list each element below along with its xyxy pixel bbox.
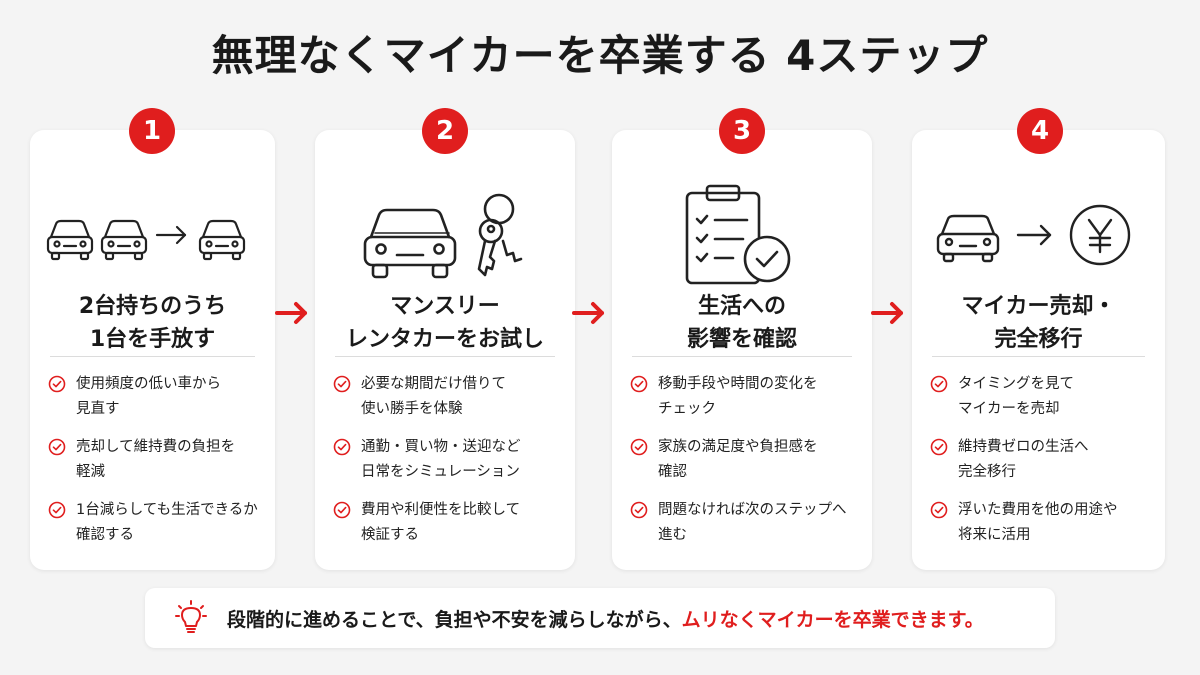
step-4-card: マイカー売却・ 完全移行 タイミングを見てマイカーを売却 維持費ゼロの生活へ完全… — [912, 130, 1165, 570]
car-to-yen-icon — [912, 180, 1165, 290]
list-item: 維持費ゼロの生活へ完全移行 — [930, 435, 1155, 485]
lightbulb-icon — [175, 600, 207, 633]
check-circle-icon — [333, 438, 351, 456]
right-arrow-icon — [275, 302, 307, 324]
check-circle-icon — [930, 438, 948, 456]
page-title: 無理なくマイカーを卒業する 4ステップ — [211, 31, 989, 80]
step-3-card: 生活への 影響を確認 移動手段や時間の変化をチェック 家族の満足度や負担感を確認… — [612, 130, 872, 570]
check-circle-icon — [930, 375, 948, 393]
step-2-card: マンスリー レンタカーをお試し 必要な期間だけ借りて使い勝手を体験 通勤・買い物… — [315, 130, 575, 570]
step-1-number-badge: 1 — [129, 108, 175, 154]
step-1-title: 2台持ちのうち 1台を手放す — [78, 294, 227, 352]
divider — [632, 356, 852, 357]
check-circle-icon — [333, 501, 351, 519]
step-3-checklist: 移動手段や時間の変化をチェック 家族の満足度や負担感を確認 問題なければ次のステ… — [630, 372, 862, 561]
check-circle-icon — [630, 375, 648, 393]
summary-text-plain: 段階的に進めることで、負担や不安を減らしながら、 — [227, 608, 682, 631]
summary-note: 段階的に進めることで、負担や不安を減らしながら、ムリなくマイカーを卒業できます。 — [145, 588, 1055, 648]
check-circle-icon — [48, 375, 66, 393]
check-circle-icon — [930, 501, 948, 519]
list-item: 問題なければ次のステップへ進む — [630, 498, 862, 548]
clipboard-checklist-icon — [612, 180, 872, 290]
list-item: 移動手段や時間の変化をチェック — [630, 372, 862, 422]
list-item: 使用頻度の低い車から見直す — [48, 372, 265, 422]
check-circle-icon — [333, 375, 351, 393]
list-item: 家族の満足度や負担感を確認 — [630, 435, 862, 485]
check-circle-icon — [48, 501, 66, 519]
summary-text-highlight: ムリなくマイカーを卒業できます。 — [681, 608, 984, 631]
right-arrow-icon — [572, 302, 604, 324]
summary-text: 段階的に進めることで、負担や不安を減らしながら、ムリなくマイカーを卒業できます。 — [227, 605, 984, 632]
step-2-number-badge: 2 — [422, 108, 468, 154]
check-circle-icon — [630, 438, 648, 456]
list-item: 通勤・買い物・送迎など日常をシミュレーション — [333, 435, 565, 485]
divider — [335, 356, 555, 357]
list-item: 必要な期間だけ借りて使い勝手を体験 — [333, 372, 565, 422]
step-3-title: 生活への 影響を確認 — [686, 294, 797, 352]
list-item: 売却して維持費の負担を軽減 — [48, 435, 265, 485]
list-item: 1台減らしても生活できるか確認する — [48, 498, 265, 548]
step-4-title: マイカー売却・ 完全移行 — [961, 294, 1116, 352]
car-and-key-icon — [315, 180, 575, 290]
step-2-title: マンスリー レンタカーをお試し — [345, 294, 544, 352]
step-3-number-badge: 3 — [719, 108, 765, 154]
check-circle-icon — [630, 501, 648, 519]
step-4-number-badge: 4 — [1017, 108, 1063, 154]
step-1-checklist: 使用頻度の低い車から見直す 売却して維持費の負担を軽減 1台減らしても生活できる… — [48, 372, 265, 561]
divider — [50, 356, 255, 357]
right-arrow-icon — [871, 302, 903, 324]
list-item: 浮いた費用を他の用途や将来に活用 — [930, 498, 1155, 548]
cars-to-one-car-icon — [30, 180, 275, 290]
divider — [932, 356, 1145, 357]
list-item: 費用や利便性を比較して検証する — [333, 498, 565, 548]
list-item: タイミングを見てマイカーを売却 — [930, 372, 1155, 422]
check-circle-icon — [48, 438, 66, 456]
step-2-checklist: 必要な期間だけ借りて使い勝手を体験 通勤・買い物・送迎など日常をシミュレーション… — [333, 372, 565, 561]
step-1-card: 2台持ちのうち 1台を手放す 使用頻度の低い車から見直す 売却して維持費の負担を… — [30, 130, 275, 570]
step-4-checklist: タイミングを見てマイカーを売却 維持費ゼロの生活へ完全移行 浮いた費用を他の用途… — [930, 372, 1155, 561]
